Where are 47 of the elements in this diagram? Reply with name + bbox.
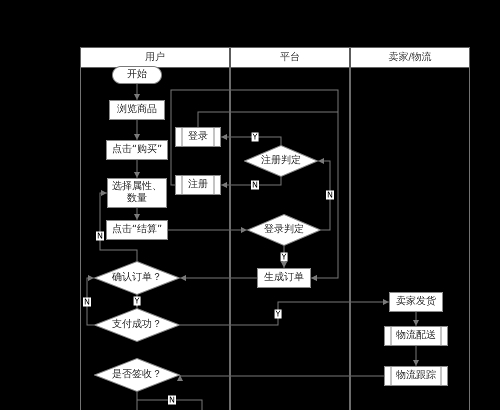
edge-label: Y [280, 252, 288, 262]
arrow [168, 227, 248, 233]
arrow [134, 120, 140, 140]
process-box: 浏览商品 [109, 100, 165, 120]
lane-header: 用户 [81, 48, 229, 68]
lane-header: 平台 [231, 48, 349, 68]
swimlane [350, 47, 470, 410]
decision-diamond: 登录判定 [247, 214, 321, 246]
arrow [220, 176, 282, 188]
arrow [134, 160, 140, 178]
arrow [413, 346, 419, 366]
edge-label: N [326, 190, 334, 200]
subprocess-box: 物流跟踪 [384, 366, 448, 386]
arrow [100, 190, 138, 262]
arrow [86, 275, 94, 326]
lane-header: 卖家/物流 [351, 48, 469, 68]
edge-label: N [83, 298, 91, 306]
decision-diamond: 是否签收？ [94, 358, 180, 392]
arrow [180, 275, 258, 281]
arrow [170, 90, 338, 281]
subprocess-box: 物流配送 [384, 326, 448, 346]
edge-label: N [168, 396, 176, 404]
decision-diamond: 支付成功？ [94, 308, 180, 342]
edge-label: Y [252, 132, 258, 142]
process-box: 生成订单 [257, 268, 311, 288]
arrow [180, 299, 390, 326]
arrow [177, 374, 384, 381]
process-box: 点击“购买” [106, 140, 168, 160]
arrow [318, 158, 330, 230]
process-box: 选择属性、数量 [107, 178, 167, 208]
arrow [134, 208, 140, 220]
subprocess-box: 登录 [175, 127, 221, 147]
edge-label: Y [134, 296, 140, 306]
arrow [134, 84, 140, 100]
process-box: 点击“结算” [106, 220, 168, 240]
process-box: 卖家发货 [389, 292, 443, 312]
arrow [413, 312, 419, 326]
decision-diamond: 确认订单？ [94, 261, 180, 295]
edge-label: N [251, 180, 259, 190]
edge-label: N [96, 232, 104, 240]
arrow [220, 134, 282, 146]
edge-label: Y [274, 310, 282, 318]
swimlane [80, 47, 230, 410]
start-terminal: 开始 [112, 66, 162, 84]
subprocess-box: 注册 [175, 175, 221, 195]
swimlane [230, 47, 350, 410]
decision-diamond: 注册判定 [244, 145, 318, 177]
